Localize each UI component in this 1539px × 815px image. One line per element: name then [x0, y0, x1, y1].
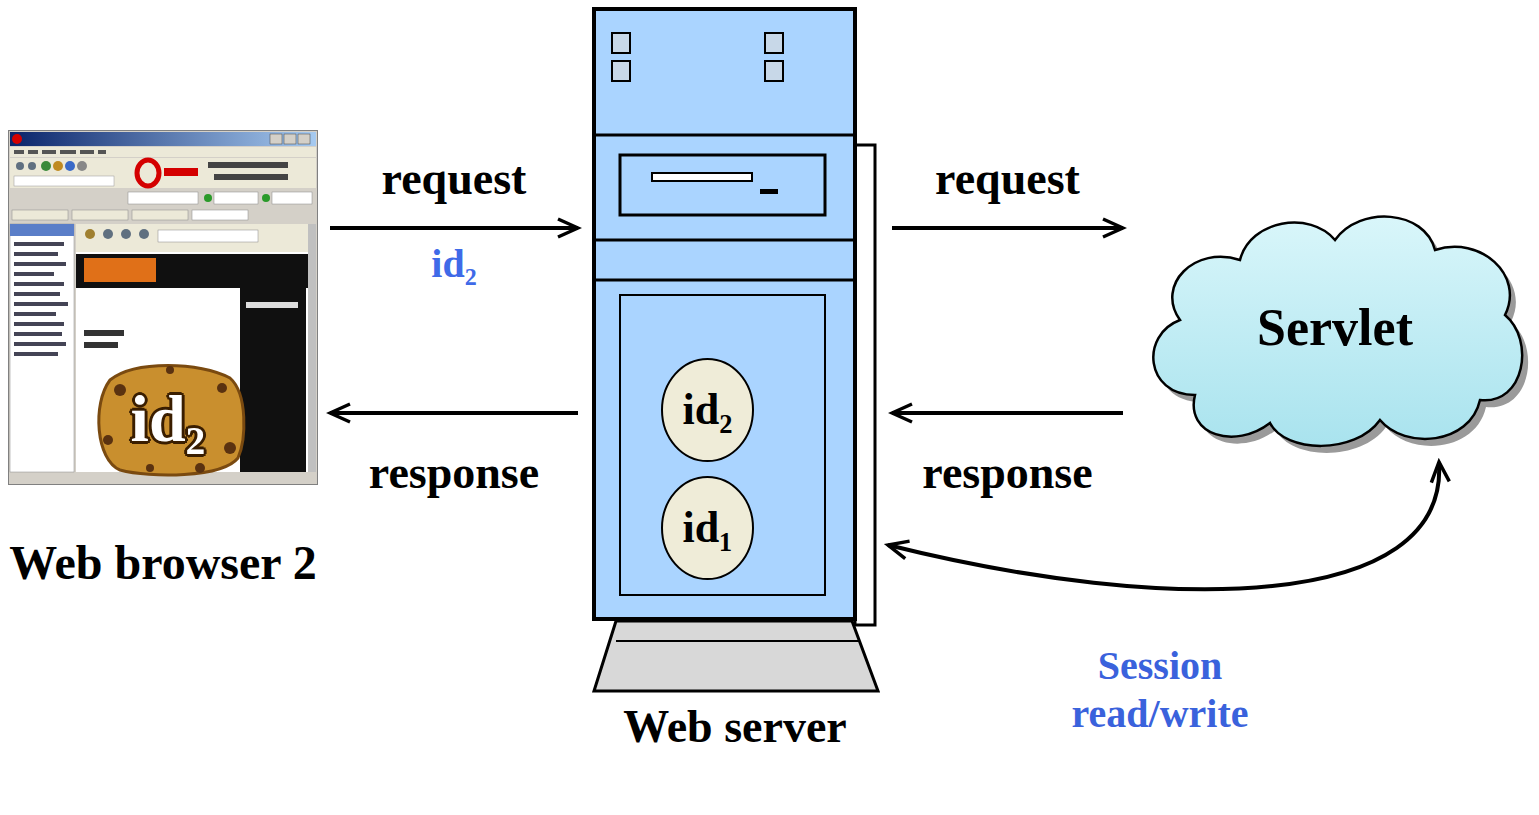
arrow-connector [892, 226, 1123, 230]
node-text: id₂ [131, 383, 206, 456]
cookie-id-label: id₂ [431, 242, 476, 286]
session-id: id₁ [660, 475, 755, 581]
edge-label: request [382, 153, 527, 206]
edge-label: response [369, 447, 539, 500]
arrow-connector [330, 226, 578, 230]
node-text: id₂ [683, 386, 733, 434]
web-browser: id₂Web browser 2 [8, 130, 318, 485]
web-server: id₂id₁Web server [590, 5, 880, 695]
arrow-connector [892, 411, 1123, 415]
node-text: Servlet [1257, 299, 1413, 356]
node-label: Web browser 2 [8, 535, 318, 591]
edge-label: request [935, 153, 1080, 206]
cookie: id₂ [90, 360, 246, 478]
node-label: Web server [615, 703, 855, 751]
node-text: id₁ [683, 504, 733, 552]
edge-label: response [922, 447, 1092, 500]
servlet-cloud: Servlet [1135, 195, 1535, 460]
server-shape [590, 5, 880, 695]
edge-label: Session read/write [1010, 642, 1310, 738]
arrow-connector [330, 411, 578, 415]
session-id: id₂ [660, 357, 755, 463]
